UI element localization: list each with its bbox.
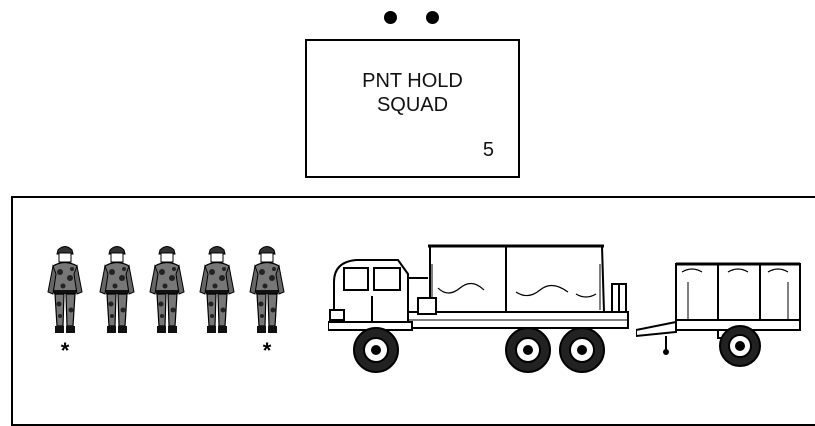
cargo-truck-icon [328,244,629,373]
unit-name: PNT HOLD SQUAD [362,70,463,116]
unit-size: 5 [482,139,494,161]
cargo-trailer-icon [636,262,801,367]
marker-asterisk: * [60,338,70,363]
soldier-icon [249,245,285,334]
echelon-dots [384,11,440,25]
soldier-icon [199,245,235,334]
marker-asterisk: * [262,338,272,363]
echelon-dot [384,11,397,24]
soldier-icon [99,245,135,334]
unit-symbol-box: PNT HOLD SQUAD 5 [305,39,520,178]
soldier-icon [149,245,185,334]
soldier-icon [47,245,83,334]
echelon-dot [426,11,439,24]
